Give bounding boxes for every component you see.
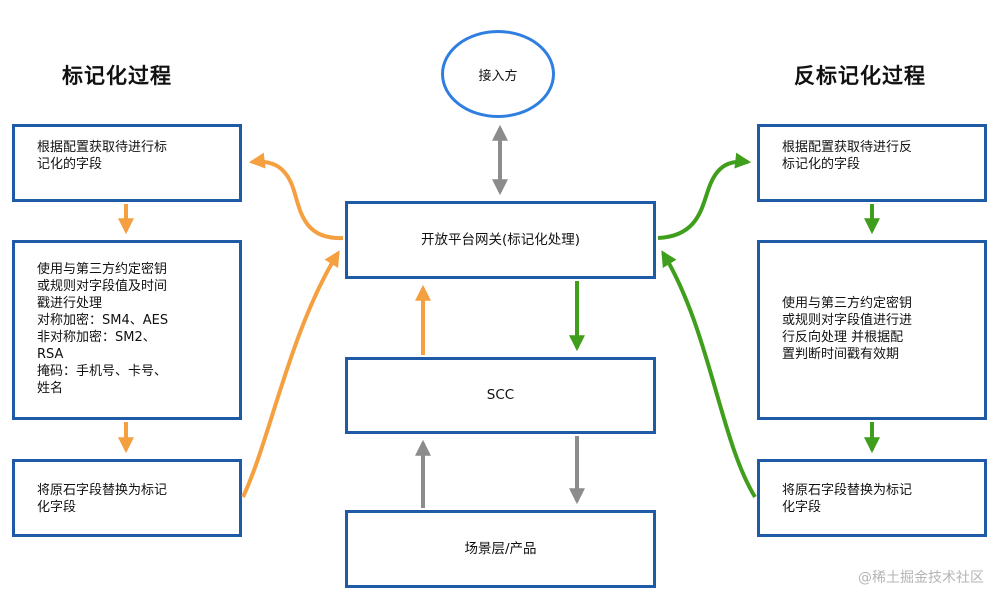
text-line: 化字段	[37, 500, 77, 515]
left-process-box: 使用与第三方约定密钥 或规则对字段值及时间 戳进行处理 对称加密：SM4、AES…	[12, 240, 242, 420]
text-line: 姓名	[37, 381, 64, 396]
text-line: 根据配置获取待进行标	[37, 140, 168, 155]
scene-layer-box: 场景层/产品	[345, 510, 656, 588]
access-party-label: 接入方	[478, 68, 518, 84]
text-line: RSA	[37, 347, 64, 362]
green-arrow-replace-to-gateway	[661, 250, 757, 499]
watermark: @稀土掘金技术社区	[858, 570, 984, 586]
right-section-title: 反标记化过程	[794, 64, 926, 88]
access-party-node: 接入方	[441, 30, 555, 118]
text-line: 或规则对字段值进行进	[782, 313, 913, 328]
left-replace-box: 将原石字段替换为标记 化字段	[12, 459, 242, 537]
text-line: 对称加密：SM4、AES	[37, 313, 169, 328]
text-line: 标记化的字段	[782, 157, 861, 172]
text-line: 根据配置获取待进行反	[782, 140, 913, 155]
text-line: 将原石字段替换为标记	[782, 483, 913, 498]
scene-layer-label: 场景层/产品	[464, 540, 537, 557]
text-line: 非对称加密：SM2、	[37, 330, 156, 345]
text-line: 戳进行处理	[37, 296, 103, 311]
scc-label: SCC	[486, 387, 515, 403]
text-line: 掩码：手机号、卡号、	[37, 364, 168, 379]
text-line: 行反向处理 并根据配	[782, 330, 904, 345]
green-arrow-gateway-to-fetch	[657, 152, 752, 240]
right-fetch-box: 根据配置获取待进行反 标记化的字段	[757, 124, 987, 202]
gateway-label: 开放平台网关(标记化处理)	[420, 231, 581, 248]
text-line: 或规则对字段值及时间	[37, 279, 168, 294]
left-section-title: 标记化过程	[62, 64, 172, 88]
gateway-box: 开放平台网关(标记化处理)	[345, 201, 656, 279]
text-line: 将原石字段替换为标记	[37, 483, 168, 498]
text-line: 使用与第三方约定密钥	[782, 296, 913, 311]
text-line: 置判断时间戳有效期	[782, 347, 900, 362]
text-line: 化字段	[782, 500, 822, 515]
text-line: 记化的字段	[37, 157, 103, 172]
orange-arrow-gateway-to-fetch	[248, 152, 344, 241]
orange-arrow-replace-to-gateway	[241, 250, 340, 498]
scc-box: SCC	[345, 357, 656, 434]
right-process-box: 使用与第三方约定密钥 或规则对字段值进行进 行反向处理 并根据配 置判断时间戳有…	[757, 240, 987, 420]
text-line: 使用与第三方约定密钥	[37, 262, 168, 277]
right-replace-box: 将原石字段替换为标记 化字段	[757, 459, 987, 537]
left-fetch-box: 根据配置获取待进行标 记化的字段	[12, 124, 242, 202]
